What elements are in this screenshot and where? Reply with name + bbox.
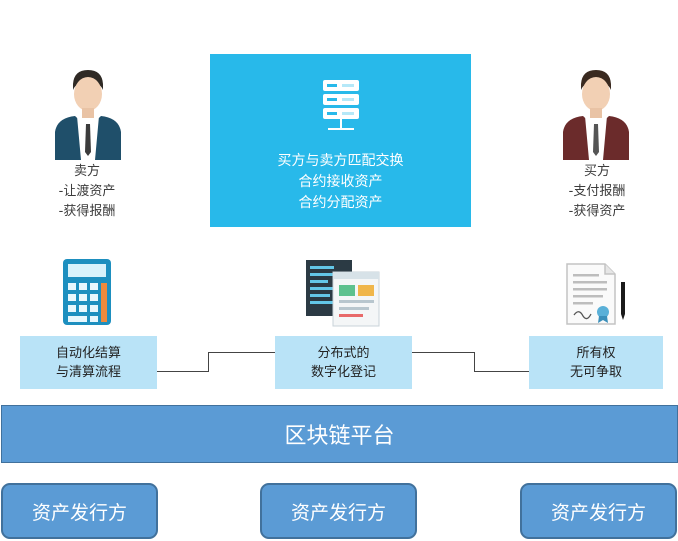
center-line-match: 买方与卖方匹配交换 [277,153,404,169]
connector-line [412,352,474,353]
asset-issuer-label: 资产发行方 [290,501,386,524]
center-box-text: 买方与卖方匹配交换 合约接收资产 合约分配资产 [210,151,471,214]
feature-registry-line-1: 分布式的 [317,345,370,361]
seller-avatar-icon [55,70,121,160]
asset-issuer-box: 资产发行方 [520,483,677,539]
feature-box-registry: 分布式的 数字化登记 [275,336,412,389]
feature-box-ownership: 所有权 无可争取 [529,336,663,389]
asset-issuer-box: 资产发行方 [260,483,417,539]
buyer-line-1: -支付报酬 [568,184,626,199]
feature-registry-line-2: 数字化登记 [310,364,376,380]
connector-line [474,352,475,372]
seller-line-1: -让渡资产 [58,184,116,199]
feature-ownership-line-2: 无可争取 [569,364,622,380]
seller-line-2: -获得报酬 [58,204,116,219]
certificate-icon [566,263,625,325]
feature-settlement-line-1: 自动化结算 [55,345,121,361]
calculator-icon [63,259,111,325]
asset-issuer-label: 资产发行方 [31,501,127,524]
server-icon [323,80,359,130]
connector-line [208,352,209,372]
connector-line [474,371,529,372]
seller-title: 卖方 [73,164,100,179]
distributed-ledger-icon [306,260,380,327]
seller-caption: 卖方 -让渡资产 -获得报酬 [42,162,132,222]
feature-box-settlement: 自动化结算 与清算流程 [20,336,157,389]
matching-exchange-box: 买方与卖方匹配交换 合约接收资产 合约分配资产 [210,54,471,227]
feature-ownership-line-1: 所有权 [576,345,616,361]
buyer-line-2: -获得资产 [568,204,626,219]
connector-line [157,371,208,372]
buyer-title: 买方 [583,164,610,179]
blockchain-platform-bar: 区块链平台 [1,405,678,463]
center-line-receive: 合约接收资产 [298,174,383,190]
feature-settlement-line-2: 与清算流程 [55,364,121,380]
buyer-caption: 买方 -支付报酬 -获得资产 [552,162,642,222]
asset-issuer-label: 资产发行方 [550,501,646,524]
platform-label: 区块链平台 [284,424,395,449]
asset-issuer-box: 资产发行方 [1,483,158,539]
center-line-distribute: 合约分配资产 [298,195,383,211]
buyer-avatar-icon [563,70,629,160]
connector-line [208,352,275,353]
